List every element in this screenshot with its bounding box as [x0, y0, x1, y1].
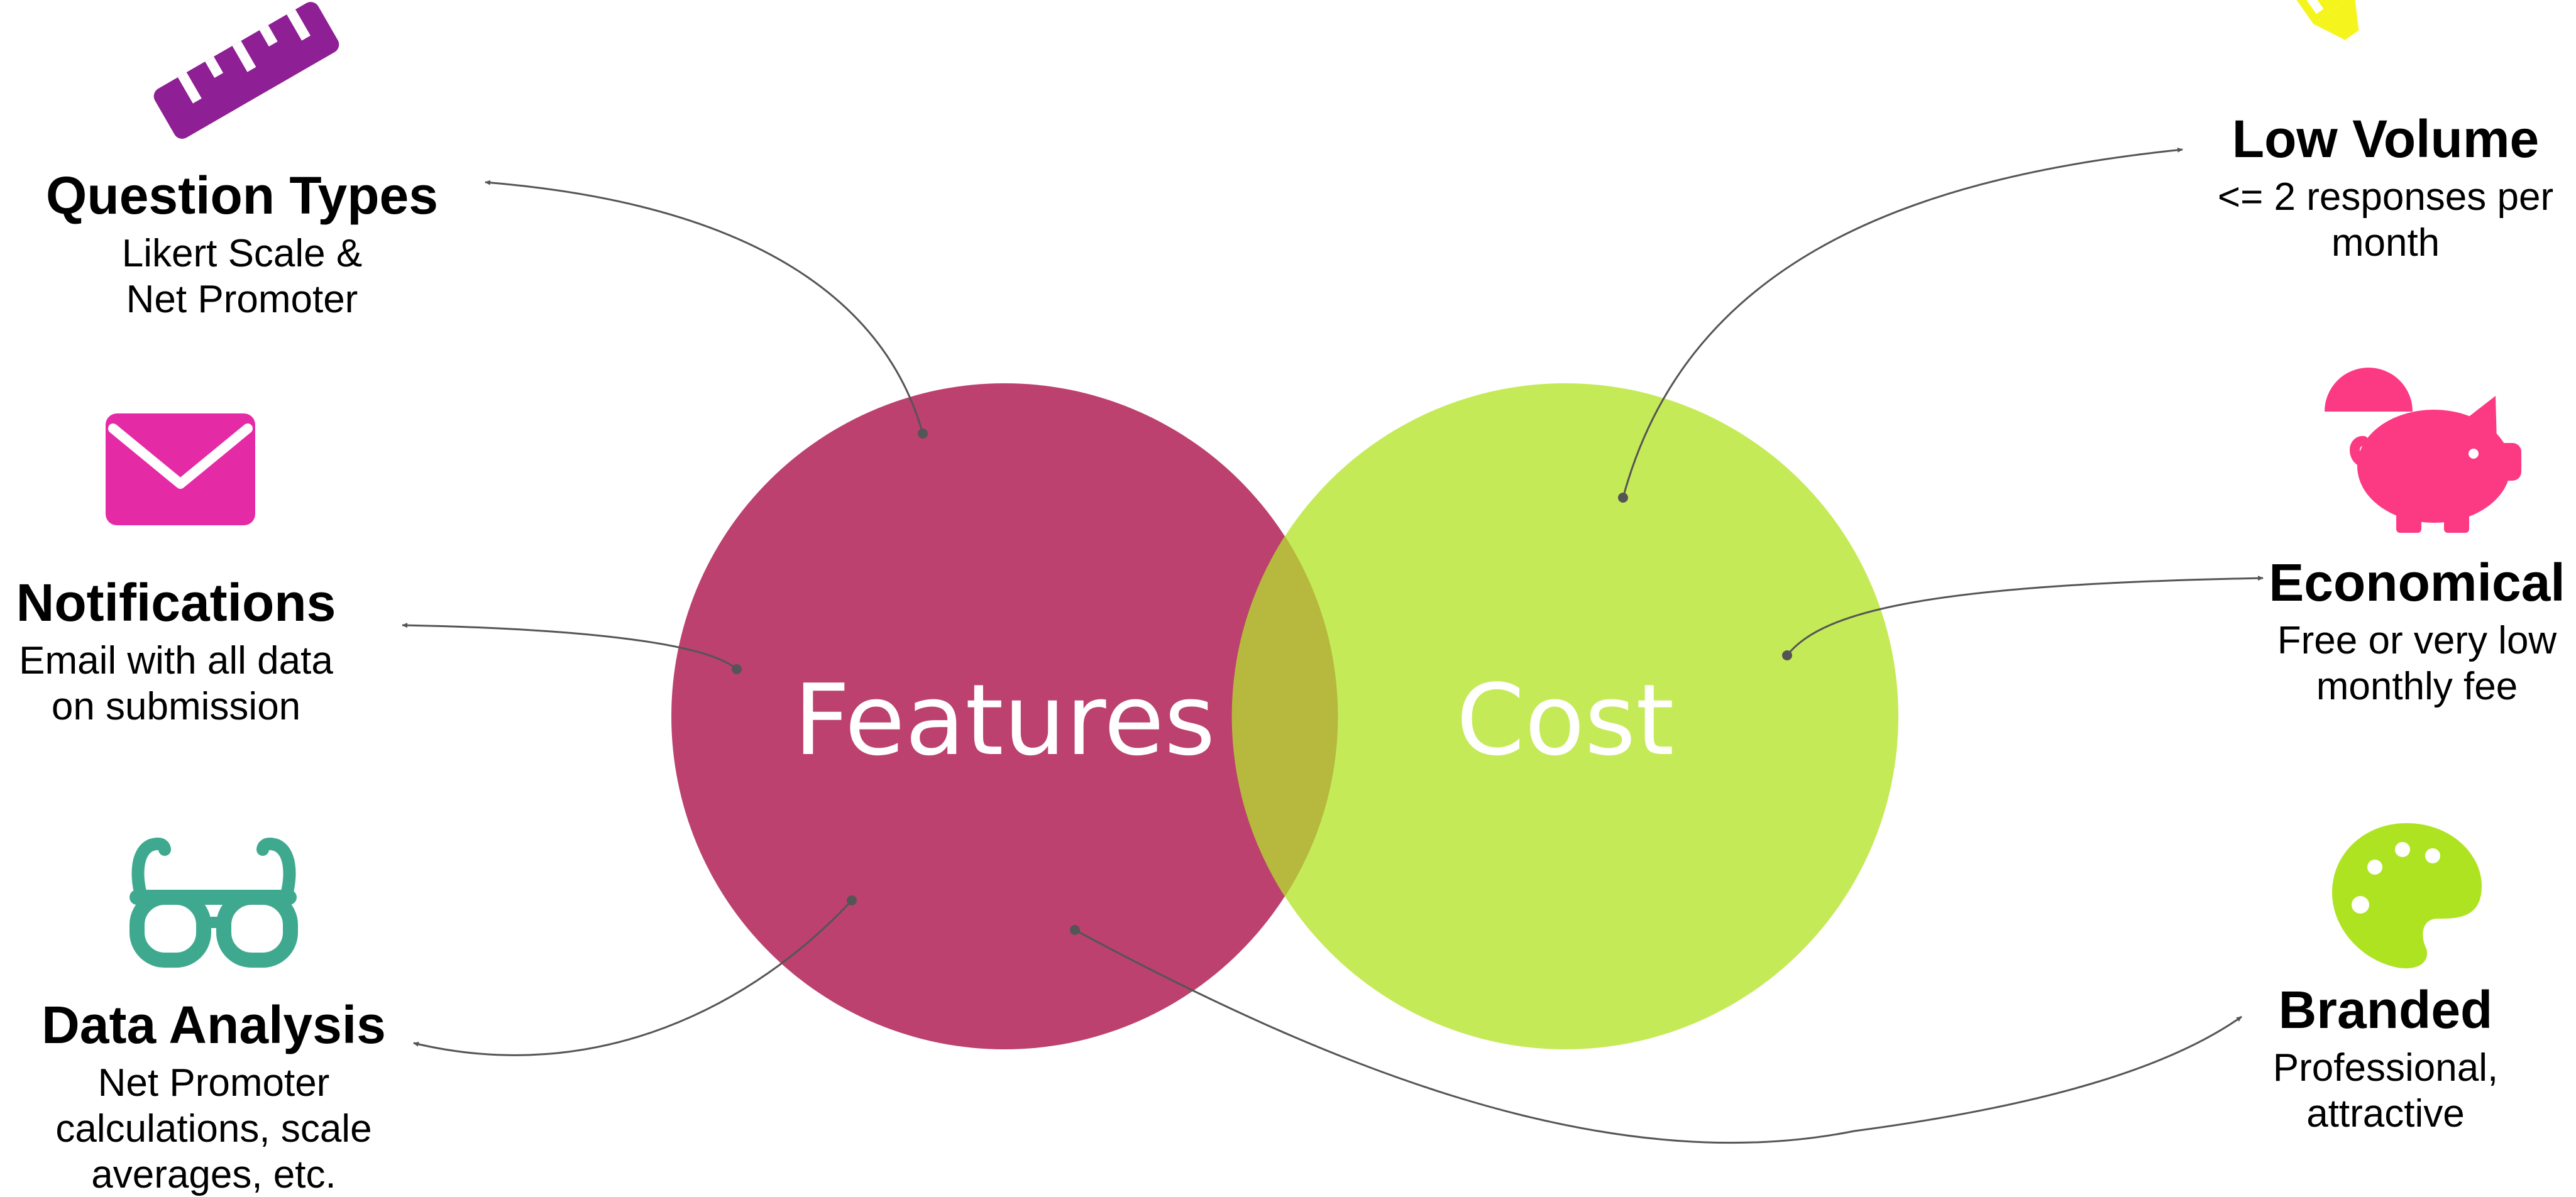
label-question-types: Question Types Likert Scale & Net Promot… [19, 165, 465, 322]
connector-dot-low-volume [1618, 493, 1628, 503]
connector-data-analysis [413, 899, 853, 1056]
branded-title: Branded [2278, 980, 2493, 1039]
envelope-icon [106, 413, 255, 525]
notifications-description: Email with all data on submission [19, 639, 333, 729]
question-types-description: Likert Scale & Net Promoter [121, 232, 363, 322]
data-analysis-description: Net Promoter calculations, scale average… [55, 1061, 372, 1197]
notifications-title: Notifications [16, 573, 336, 632]
connector-question-types [485, 180, 924, 434]
connector-dot-economical [1782, 650, 1792, 660]
connector-dot-notifications [732, 664, 742, 674]
economical-description: Free or very low monthly fee [2277, 619, 2557, 709]
label-branded: Branded Professional, attractive [2238, 979, 2533, 1137]
piggy-bank-icon [2325, 368, 2521, 533]
features-circle [671, 383, 1338, 1049]
question-types-title: Question Types [46, 166, 438, 225]
label-data-analysis: Data Analysis Net Promoter calculations,… [19, 994, 409, 1197]
low-volume-title: Low Volume [2232, 109, 2540, 168]
pencil-icon [2259, 0, 2361, 48]
connector-dot-question-types [918, 429, 928, 439]
label-low-volume: Low Volume <= 2 responses per month [2200, 108, 2571, 266]
label-notifications: Notifications Email with all data on sub… [0, 572, 352, 730]
ruler-icon [153, 2, 339, 139]
palette-icon [2332, 823, 2482, 969]
connector-dot-data-analysis [847, 895, 857, 905]
branded-description: Professional, attractive [2272, 1046, 2499, 1136]
connector-dot-branded [1070, 925, 1080, 935]
economical-title: Economical [2269, 553, 2565, 612]
connector-economical [1786, 576, 2264, 656]
cost-circle [1232, 383, 1898, 1049]
connector-notifications [402, 623, 737, 670]
connector-low-volume [1622, 147, 2183, 498]
data-analysis-title: Data Analysis [41, 995, 386, 1054]
venn-overlap [1231, 536, 1338, 897]
low-volume-description: <= 2 responses per month [2217, 175, 2554, 265]
glasses-icon [129, 838, 298, 968]
features-circle-label: Features [794, 663, 1216, 777]
cost-circle-label: Cost [1456, 663, 1675, 777]
connector-branded [1074, 929, 2242, 1144]
label-economical: Economical Free or very low monthly fee [2263, 552, 2571, 709]
